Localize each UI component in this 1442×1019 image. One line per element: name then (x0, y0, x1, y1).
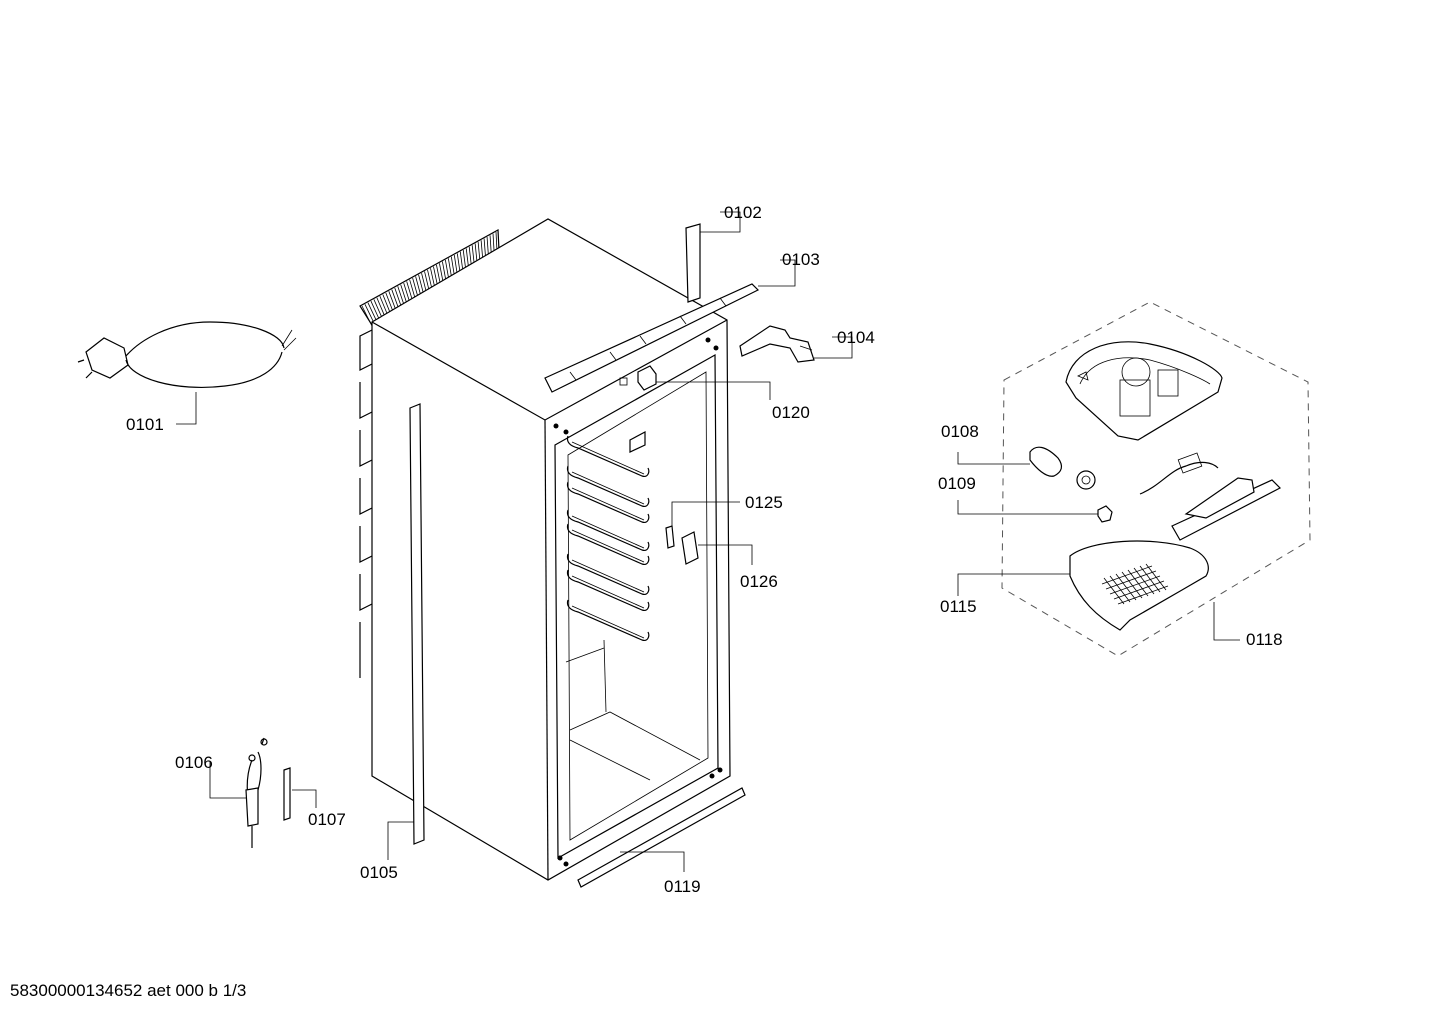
bottom-strip-icon (577, 787, 746, 888)
block-icon (681, 531, 699, 565)
callout-0104: 0104 (837, 328, 875, 347)
side-trim-icon (409, 403, 425, 845)
callout-0118: 0118 (1246, 630, 1283, 649)
callout-0103: 0103 (782, 250, 820, 269)
switch-icon (1097, 505, 1113, 523)
power-cord-icon (77, 321, 297, 388)
callout-0106: 0106 (175, 753, 213, 772)
vertical-strip-icon (685, 223, 701, 303)
callout-0108: 0108 (941, 422, 979, 441)
callout-labels: 0101 0102 0103 0104 0105 0106 0107 0108 … (126, 203, 1283, 896)
light-cover-icon (1069, 540, 1209, 631)
leader-lines (176, 211, 1240, 872)
light-assembly-icon (1001, 301, 1311, 657)
hinge-bracket-icon (739, 325, 815, 363)
callout-0101: 0101 (126, 415, 164, 434)
clip-icon (619, 365, 657, 391)
sensor-cable-icon (245, 737, 268, 848)
callout-0120: 0120 (772, 403, 810, 422)
callout-0102: 0102 (724, 203, 762, 222)
shelf-set (566, 435, 650, 641)
callout-0107: 0107 (308, 810, 346, 829)
callout-0109: 0109 (938, 474, 976, 493)
bulb-icon (1029, 446, 1096, 490)
top-rail-icon (544, 283, 760, 393)
callout-0115: 0115 (940, 597, 977, 616)
callout-0119: 0119 (664, 877, 701, 896)
document-id: 58300000134652 aet 000 b 1/3 (10, 981, 247, 1000)
callout-0105: 0105 (360, 863, 398, 882)
small-clip-icon (665, 525, 675, 549)
callout-0125: 0125 (745, 493, 783, 512)
callout-0126: 0126 (740, 572, 778, 591)
sensor-rod-icon (283, 767, 291, 821)
